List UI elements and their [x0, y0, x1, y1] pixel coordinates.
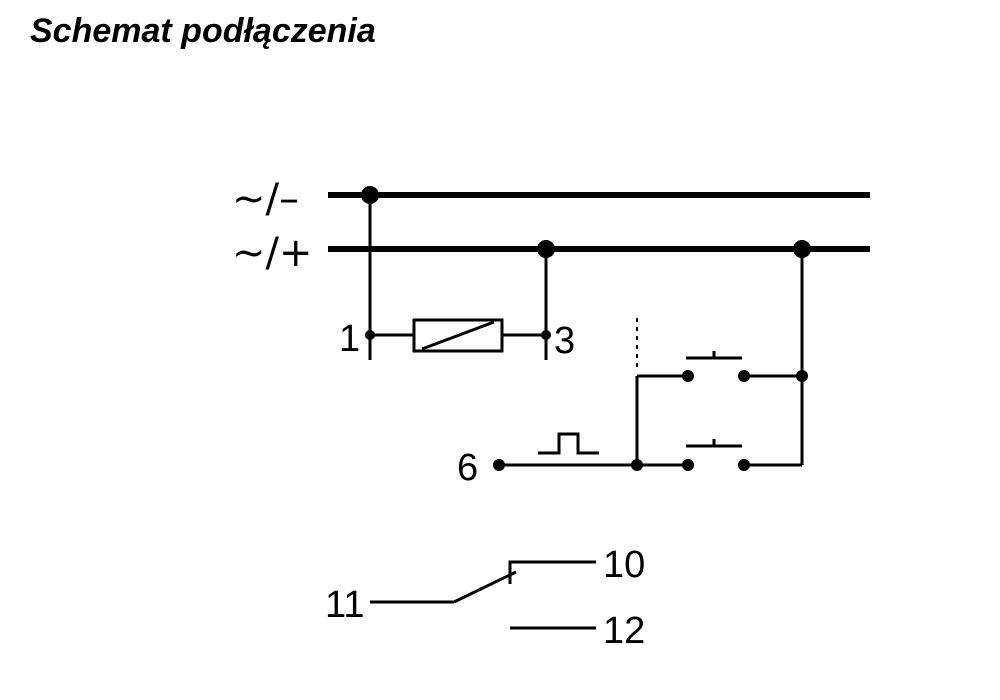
supply-positive-label: ~/+ — [232, 230, 313, 276]
terminal-11-label: 11 — [325, 584, 364, 626]
terminal-10-contact — [508, 560, 596, 584]
terminal-6-label: 6 — [457, 447, 478, 489]
terminal-1-label: 1 — [339, 318, 360, 360]
terminal-10-label: 10 — [603, 544, 645, 586]
junction-right-upper — [796, 370, 808, 382]
pulse-symbol — [538, 432, 599, 455]
terminal-3-dot — [541, 330, 551, 340]
junction-positive-right — [793, 240, 811, 258]
upper-button-contact-left — [682, 370, 694, 382]
supply-negative-label: ~/– — [232, 176, 299, 222]
terminal-3-label: 3 — [554, 320, 575, 362]
terminal-12-label: 12 — [603, 610, 645, 652]
coil-diagonal — [421, 320, 495, 351]
terminal-1-dot — [365, 330, 375, 340]
changeover-switch-arm — [453, 570, 517, 604]
junction-negative — [361, 186, 379, 204]
lower-button-contact-left — [682, 459, 694, 471]
junction-positive-left — [537, 240, 555, 258]
page-title: Schemat podłączenia — [30, 12, 376, 50]
